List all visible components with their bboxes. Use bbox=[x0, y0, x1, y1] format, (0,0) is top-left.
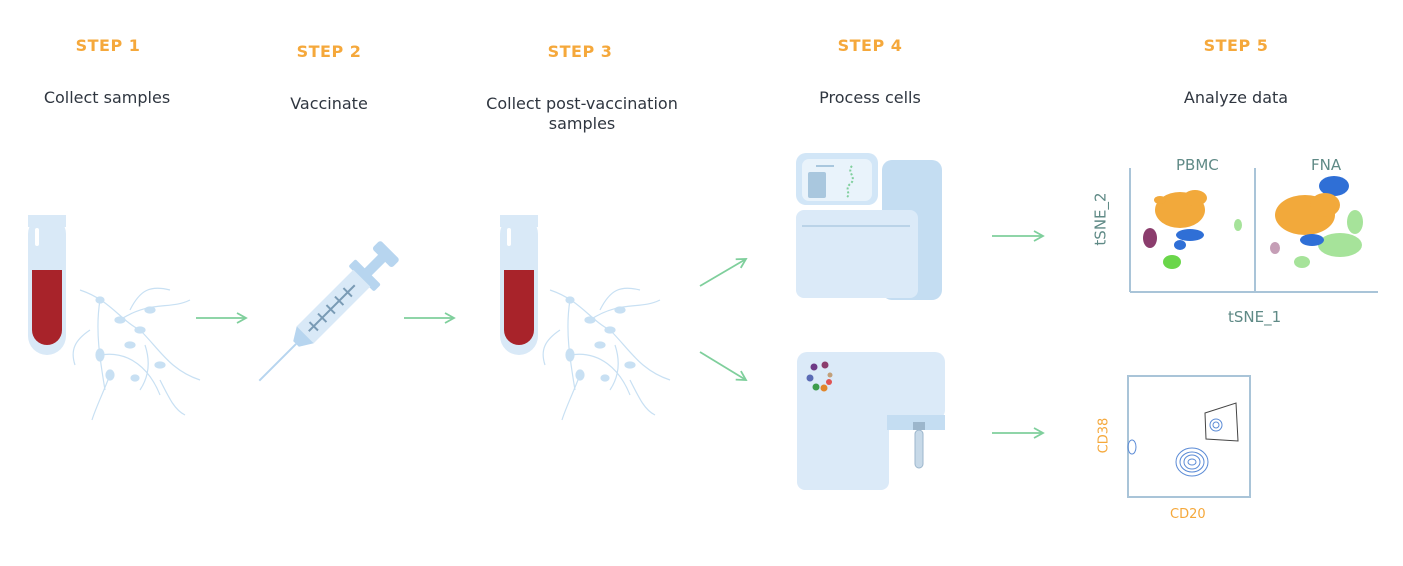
step-2-title: Vaccinate bbox=[290, 94, 368, 113]
tsne-panel-1-title: PBMC bbox=[1176, 156, 1219, 174]
step-5-label: STEP 5 bbox=[1203, 36, 1269, 55]
syringe-icon bbox=[258, 241, 399, 382]
step-2-label: STEP 2 bbox=[296, 42, 362, 61]
arrow-3-to-4b bbox=[699, 351, 748, 381]
flow-cytometer-icon bbox=[797, 352, 945, 490]
step-3-title: Collect post-vaccination samples bbox=[486, 94, 678, 133]
tsne-plot bbox=[1129, 168, 1378, 293]
tsne-panel-2-title: FNA bbox=[1311, 156, 1342, 174]
arrow-3-to-4a bbox=[699, 258, 748, 287]
step-4-label: STEP 4 bbox=[837, 36, 903, 55]
tsne-x-label: tSNE_1 bbox=[1228, 308, 1282, 326]
step-5-title: Analyze data bbox=[1183, 88, 1289, 107]
sequencer-device-icon bbox=[796, 153, 942, 300]
step-1-title: Collect samples bbox=[43, 88, 171, 107]
step-4-title: Process cells bbox=[819, 88, 921, 107]
flow-contour-plot bbox=[1127, 375, 1251, 498]
step-1-label: STEP 1 bbox=[75, 36, 141, 55]
flow-x-label: CD20 bbox=[1170, 507, 1206, 522]
step-3-label: STEP 3 bbox=[547, 42, 613, 61]
blood-tube-icon-2 bbox=[500, 215, 538, 355]
cell-network-icon-2 bbox=[542, 287, 671, 421]
blood-tube-icon-1 bbox=[28, 215, 66, 355]
cell-network-icon-1 bbox=[72, 287, 201, 421]
